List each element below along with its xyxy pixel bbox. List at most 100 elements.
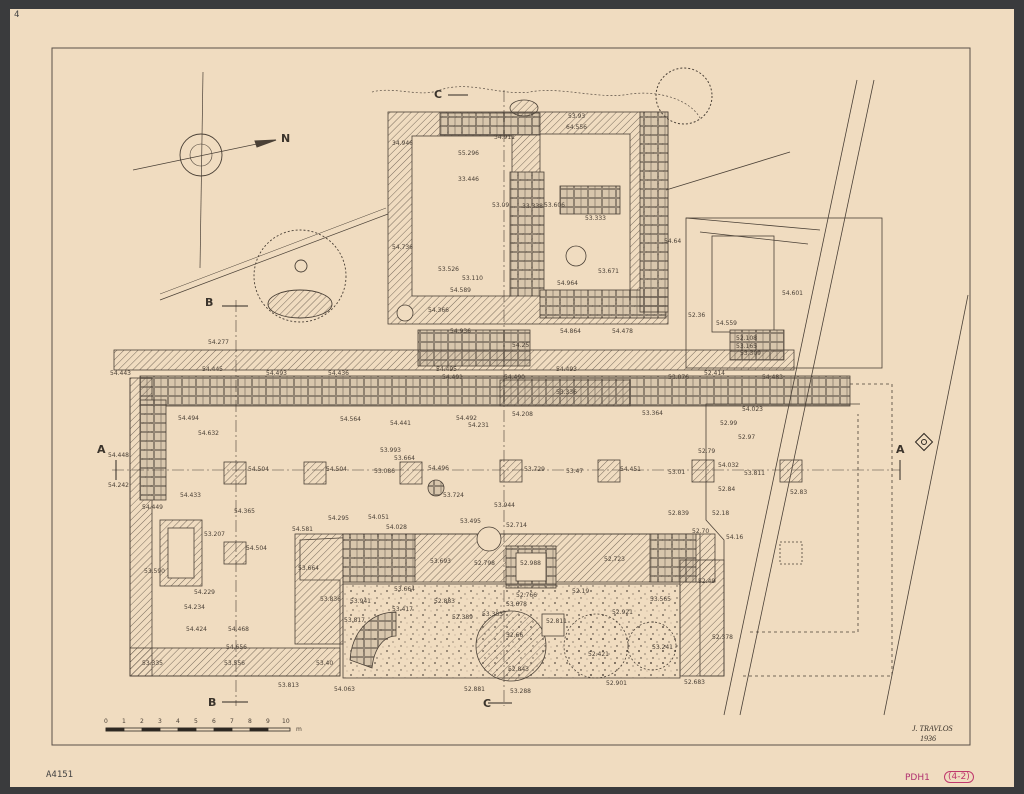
- elevation-label: 54.208: [512, 411, 533, 418]
- elevation-label: 54.656: [226, 644, 247, 651]
- signature-date: 1936: [920, 734, 936, 743]
- elevation-label: 54.493: [556, 366, 577, 373]
- scale-bar: [105, 727, 291, 732]
- elevation-label: 53.664: [298, 565, 319, 572]
- elevation-label: 54.231: [468, 422, 489, 429]
- stamp-code: PDH1: [905, 773, 930, 783]
- accession-number: A4151: [46, 770, 74, 780]
- elevation-label: 53.606: [544, 202, 565, 209]
- elevation-label: 34.911: [494, 134, 515, 141]
- elevation-label: 54.277: [208, 339, 229, 346]
- elevation-label: 52.798: [474, 560, 495, 567]
- elevation-label: 54.504: [248, 466, 269, 473]
- pillar-bases: [223, 459, 803, 565]
- elevation-label: 52.19: [572, 588, 590, 595]
- elevation-label: 52.83: [790, 489, 808, 496]
- elevation-label: 53.817: [344, 617, 365, 624]
- elevation-label: 54.632: [198, 430, 219, 437]
- elevation-label: 53.664: [394, 586, 415, 593]
- elevation-label: 52.66: [506, 632, 524, 639]
- scale-tick: 6: [212, 718, 216, 725]
- elevation-label: 52.49: [698, 578, 716, 585]
- elevation-label: 54.483: [762, 374, 783, 381]
- compass-north-label: N: [281, 132, 291, 145]
- elevation-label: 52.421: [588, 651, 609, 658]
- elevation-label: 52.683: [684, 679, 705, 686]
- elevation-label: 54.295: [328, 515, 349, 522]
- elevation-label: 54.451: [620, 466, 641, 473]
- elevation-label: 53.01: [668, 469, 686, 476]
- stamp-number: (4-2): [944, 771, 974, 783]
- elevation-label: 54.504: [326, 466, 347, 473]
- elevation-label: 52.881: [464, 686, 485, 693]
- scale-tick: 1: [122, 718, 126, 725]
- elevation-label: 54.491: [442, 374, 463, 381]
- elevation-label: 54.589: [450, 287, 471, 294]
- elevation-label: 54.559: [716, 320, 737, 327]
- scale-tick: 7: [230, 718, 234, 725]
- elevation-label: 54.495: [436, 366, 457, 373]
- elevation-label: 54.468: [228, 626, 249, 633]
- elevation-label: 53.309: [740, 350, 761, 357]
- elevation-label: 54.234: [184, 604, 205, 611]
- elevation-label: 54.445: [202, 366, 223, 373]
- section-label-c-bottom: C: [483, 697, 492, 710]
- lower-enclosure: [129, 377, 860, 677]
- elevation-label: 54.64: [664, 238, 682, 245]
- dashed-reconstruction: [740, 383, 893, 677]
- elevation-label: 54.433: [180, 492, 201, 499]
- elevation-label: 52.883: [434, 598, 455, 605]
- elevation-label: 54.242: [108, 482, 129, 489]
- elevation-label: 54.449: [142, 504, 163, 511]
- elevation-label: 53.076: [668, 374, 689, 381]
- elevation-label: 54.494: [178, 415, 199, 422]
- north-building: [387, 99, 669, 367]
- elevation-label: 54.441: [390, 420, 411, 427]
- elevation-label: 54.490: [504, 374, 525, 381]
- elevation-label: 52.108: [736, 335, 757, 342]
- elevation-label: 53.590: [144, 568, 165, 575]
- scale-tick: 2: [140, 718, 144, 725]
- elevation-label: 52.99: [720, 420, 738, 427]
- elevation-label: 54.443: [110, 370, 131, 377]
- elevation-label: 54.448: [108, 452, 129, 459]
- elevation-label: 53.364: [642, 410, 663, 417]
- scale-tick: 0: [104, 718, 108, 725]
- elevation-label: 53.93: [568, 113, 586, 120]
- elevation-label: 54.032: [718, 462, 739, 469]
- elevation-label: 53.165: [736, 343, 757, 350]
- elevation-label: 53.207: [204, 531, 225, 538]
- lower-rooms: [342, 479, 681, 682]
- elevation-label: 53.811: [744, 470, 765, 477]
- elevation-label: 52.79: [698, 448, 716, 455]
- section-label-b-bottom: B: [208, 696, 217, 709]
- elevation-label: 52.18: [712, 510, 730, 517]
- elevation-label: 53.724: [443, 492, 464, 499]
- elevation-label: 54.964: [557, 280, 578, 287]
- east-annex: [665, 151, 883, 369]
- scale-tick: 3: [158, 718, 162, 725]
- elevation-label: 54.051: [368, 514, 389, 521]
- compass-rose: [132, 71, 277, 269]
- elevation-label: 53.110: [462, 275, 483, 282]
- elevation-label: 53.836: [320, 596, 341, 603]
- elevation-label: 53.944: [494, 502, 515, 509]
- section-label-b-top: B: [205, 296, 214, 309]
- elevation-label: 54.736: [392, 244, 413, 251]
- elevation-label: 54.424: [186, 626, 207, 633]
- scale-tick: 10: [282, 718, 290, 725]
- elevation-label: 54.16: [726, 534, 744, 541]
- elevation-label: 54.25: [512, 342, 530, 349]
- elevation-label: 52.378: [712, 634, 733, 641]
- signature: J. TRAVLOS: [912, 724, 953, 733]
- elevation-label: 52.414: [704, 370, 725, 377]
- elevation-label: 53.333: [585, 215, 606, 222]
- elevation-label: 52.714: [506, 522, 527, 529]
- scale-tick: 5: [194, 718, 198, 725]
- elevation-label: 54.496: [428, 465, 449, 472]
- elevation-label: 53.40: [316, 660, 334, 667]
- elevation-label: 53.526: [438, 266, 459, 273]
- elevation-label: 64.556: [566, 124, 587, 131]
- elevation-label: 53.565: [650, 596, 671, 603]
- elevation-label: 53.336: [556, 389, 577, 396]
